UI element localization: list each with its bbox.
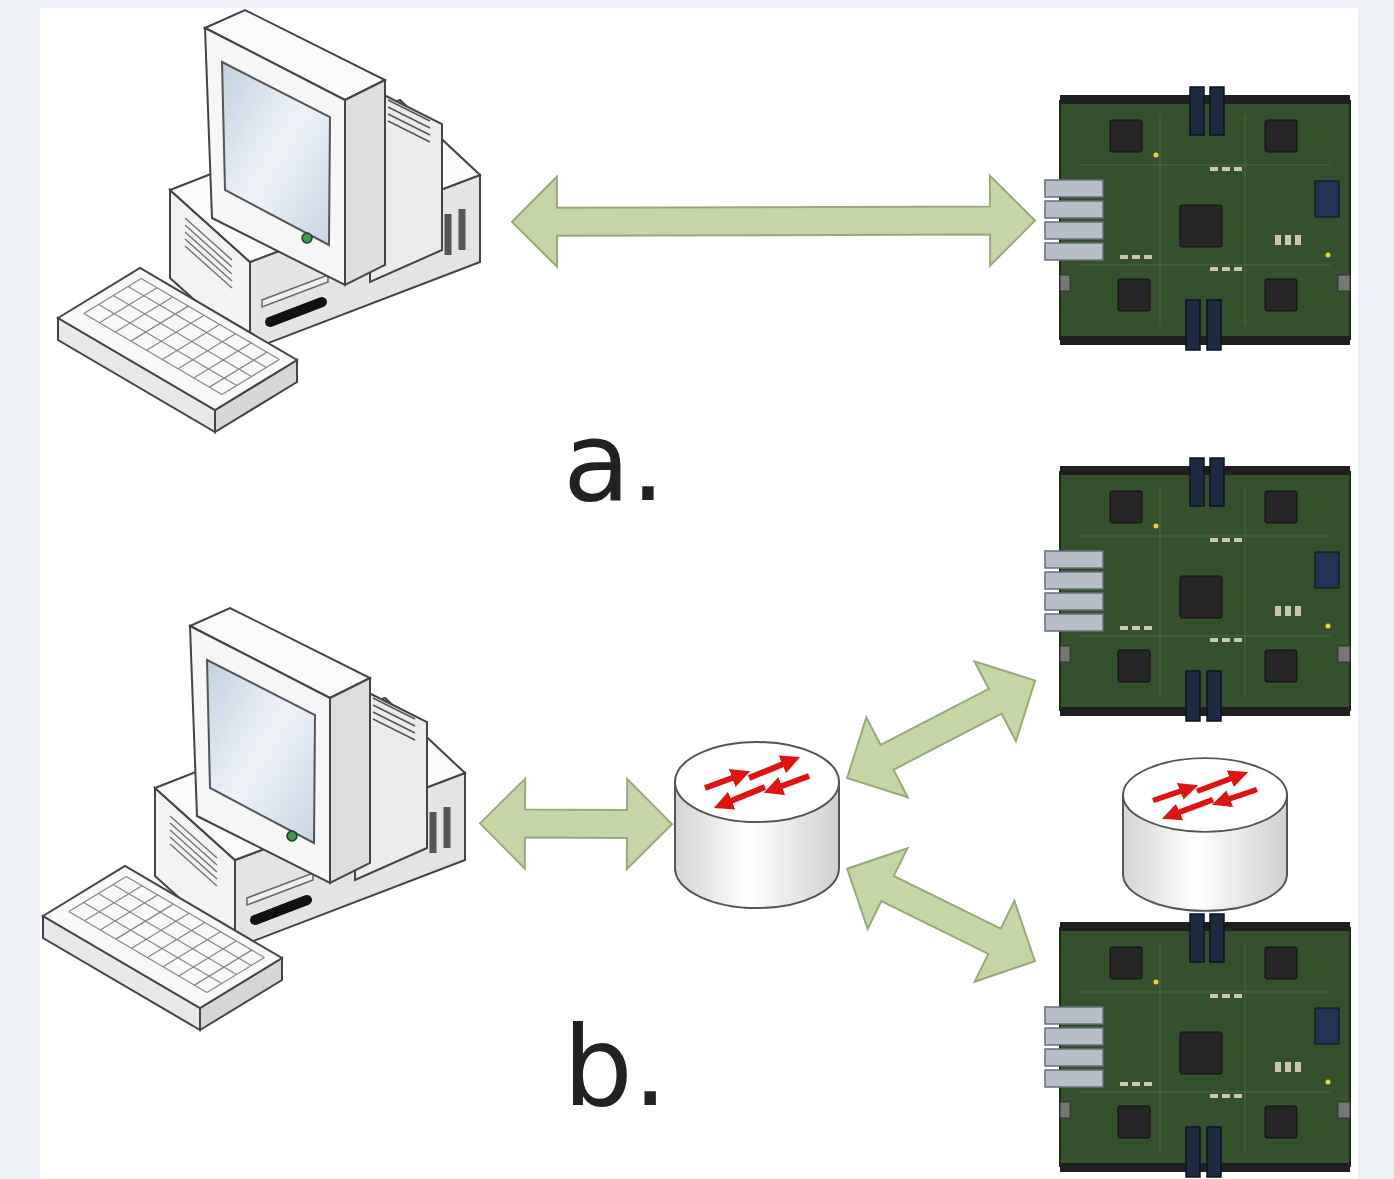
router-icon xyxy=(675,742,839,908)
double-arrow xyxy=(480,779,672,869)
computer-icon xyxy=(43,608,465,1030)
computer-icon xyxy=(58,10,480,432)
white-panel xyxy=(40,8,1358,1179)
double-arrow xyxy=(847,661,1035,797)
fpga-board xyxy=(1060,95,1350,345)
panel-label: a. xyxy=(563,407,665,517)
fpga-board-icon xyxy=(1045,914,1350,1177)
double-arrow xyxy=(512,176,1035,267)
computer-node xyxy=(40,610,465,1035)
router-icon xyxy=(1123,758,1287,911)
panel-label: b. xyxy=(563,1012,668,1122)
fpga-board xyxy=(1060,920,1350,1170)
router-node xyxy=(1122,755,1287,907)
fpga-board-icon xyxy=(1045,87,1350,350)
router-node xyxy=(675,742,840,907)
fpga-board xyxy=(1060,465,1350,720)
double-arrow xyxy=(847,848,1035,981)
computer-node xyxy=(55,10,480,435)
fpga-board-icon xyxy=(1045,458,1350,721)
